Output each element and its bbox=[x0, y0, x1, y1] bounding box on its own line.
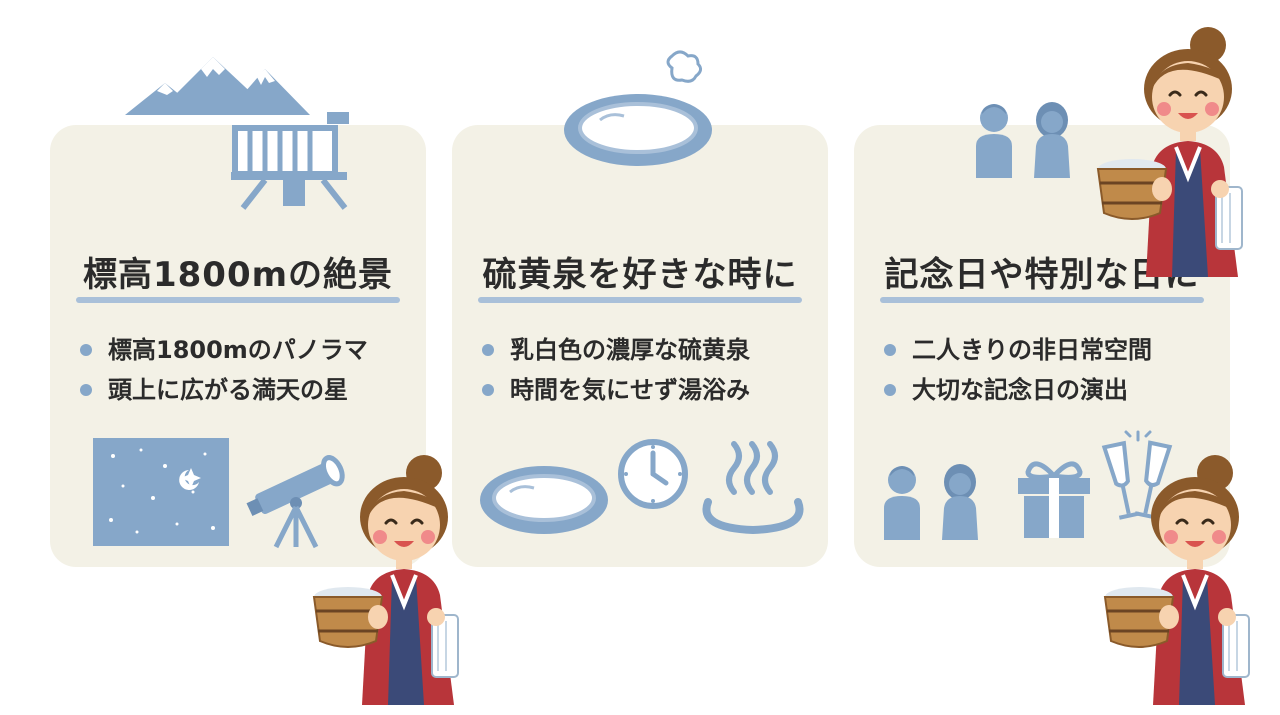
bullet-item: 二人きりの非日常空間 bbox=[884, 330, 1152, 370]
card-title: 標高1800mの絶景 bbox=[82, 255, 394, 295]
starry-sky-icon bbox=[93, 438, 229, 546]
woman-yukata-illustration bbox=[1096, 25, 1244, 279]
divider bbox=[880, 297, 1204, 303]
divider bbox=[76, 297, 400, 303]
bullet-item: 乳白色の濃厚な硫黄泉 bbox=[482, 330, 750, 370]
bullet-item: 頭上に広がる満天の星 bbox=[80, 370, 368, 410]
bullet-list: 乳白色の濃厚な硫黄泉 時間を気にせず湯浴み bbox=[482, 330, 750, 410]
observation-deck-icon bbox=[231, 112, 349, 210]
divider bbox=[478, 297, 802, 303]
card-title: 硫黄泉を好きな時に bbox=[482, 255, 798, 295]
bullet-item: 大切な記念日の演出 bbox=[884, 370, 1152, 410]
bullet-list: 二人きりの非日常空間 大切な記念日の演出 bbox=[884, 330, 1152, 410]
woman-yukata-illustration bbox=[312, 453, 460, 707]
hot-spring-pool-icon bbox=[564, 50, 712, 166]
champagne-icon bbox=[1101, 430, 1173, 520]
onsen-steam-icon bbox=[702, 441, 804, 535]
hot-spring-pool-icon bbox=[480, 466, 608, 534]
bullet-list: 標高1800mのパノラマ 頭上に広がる満天の星 bbox=[80, 330, 368, 410]
couple-icon bbox=[884, 464, 978, 540]
mountain-icon bbox=[125, 57, 310, 115]
bullet-item: 標高1800mのパノラマ bbox=[80, 330, 368, 370]
couple-icon bbox=[976, 102, 1070, 178]
woman-yukata-illustration bbox=[1103, 453, 1251, 707]
bullet-item: 時間を気にせず湯浴み bbox=[482, 370, 750, 410]
telescope-icon bbox=[246, 455, 345, 549]
clock-icon bbox=[618, 439, 688, 509]
gift-icon bbox=[1018, 461, 1090, 538]
